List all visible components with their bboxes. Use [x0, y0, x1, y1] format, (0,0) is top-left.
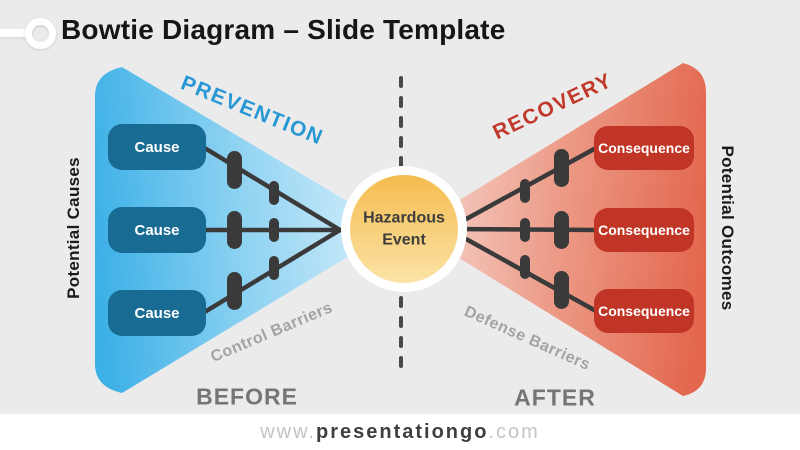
before-label: BEFORE — [196, 383, 298, 410]
page-title: Bowtie Diagram – Slide Template — [61, 14, 506, 45]
hazardous-event-line2: Event — [382, 231, 426, 248]
cause-box-3[interactable]: Cause — [108, 290, 206, 336]
footer-brand: presentationgo — [316, 420, 489, 443]
footer-com: .com — [488, 420, 540, 443]
footer-www: www. — [260, 420, 316, 443]
event-circle — [350, 175, 458, 283]
cause-box-2[interactable]: Cause — [108, 207, 206, 253]
footer: www.presentationgo.com — [0, 414, 800, 450]
hazardous-event-label: Hazardous Event — [344, 207, 464, 250]
presentationgo-logo-icon — [25, 18, 56, 49]
after-label: AFTER — [514, 384, 596, 411]
logo-bar-icon — [0, 29, 31, 37]
cause-box-1[interactable]: Cause — [108, 124, 206, 170]
consequence-box-1[interactable]: Consequence — [594, 126, 694, 170]
barrier-pills — [227, 149, 569, 310]
consequence-box-3[interactable]: Consequence — [594, 289, 694, 333]
potential-outcomes-label: Potential Outcomes — [718, 145, 737, 311]
potential-causes-label: Potential Causes — [64, 157, 83, 299]
consequence-box-2[interactable]: Consequence — [594, 208, 694, 252]
hazardous-event-line1: Hazardous — [363, 209, 445, 227]
